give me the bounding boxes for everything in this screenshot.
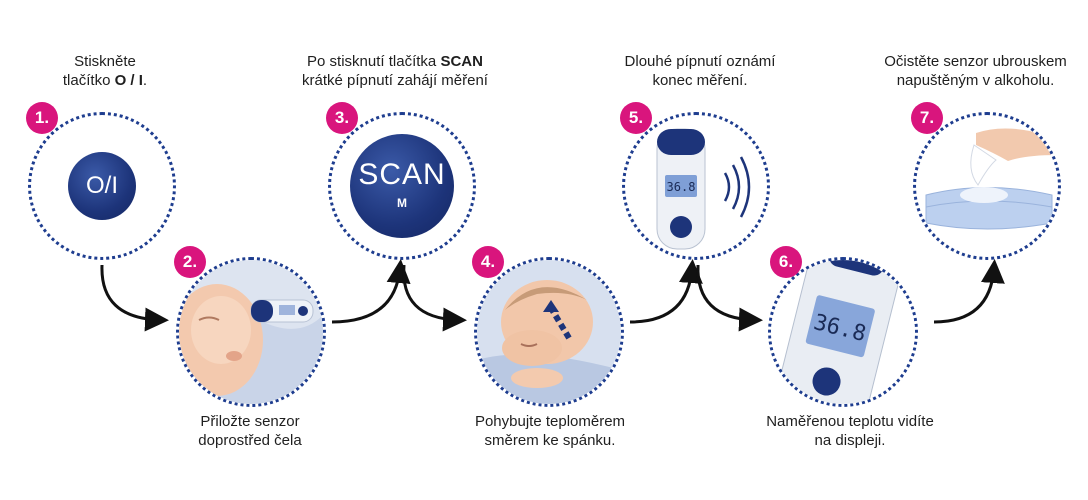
step-5-badge: 5. — [620, 102, 652, 134]
power-button-label: O/I — [85, 172, 118, 199]
baby-temple-photo — [477, 260, 621, 404]
step-4-badge: 4. — [472, 246, 504, 278]
scan-button-label: SCAN — [358, 158, 446, 191]
step-2-caption: Přiložte senzor doprostřed čela — [198, 413, 302, 449]
step-1-caption: Stiskněte tlačítko O / I. — [62, 53, 148, 89]
baby-forehead-photo — [179, 260, 323, 404]
step-6-circle: 36.8 — [768, 257, 918, 407]
scan-button-icon: SCAN M — [350, 134, 454, 238]
step-7-caption: Očistěte senzor ubrouskem napuštěným v a… — [884, 53, 1067, 89]
step-2-badge: 2. — [174, 246, 206, 278]
step-1-badge: 1. — [26, 102, 58, 134]
step-5-circle: 36.8 — [622, 112, 770, 260]
thermometer-display-value: 36.8 — [667, 180, 696, 194]
step-4-caption: Pohybujte teploměrem směrem ke spánku. — [474, 413, 626, 449]
step-5-caption: Dlouhé pípnutí oznámí konec měření. — [624, 53, 776, 89]
alcohol-wipe-photo — [925, 128, 1056, 230]
step-3-badge: 3. — [326, 102, 358, 134]
step-3-circle: SCAN M — [328, 112, 476, 260]
step-7-badge: 7. — [911, 102, 943, 134]
scan-button-sublabel: M — [397, 196, 407, 210]
step-7-circle — [913, 112, 1061, 260]
step-2-circle — [176, 257, 326, 407]
thermometer-display-photo: 36.8 — [771, 260, 915, 404]
step-6-badge: 6. — [770, 246, 802, 278]
step-6-caption: Naměřenou teplotu vidíte na displeji. — [766, 413, 934, 449]
thermometer-beep-icon: 36.8 — [656, 128, 751, 250]
power-button-icon: O/I — [68, 152, 136, 220]
step-3-caption: Po stisknutí tlačítka SCAN krátké pípnut… — [302, 53, 488, 89]
step-4-circle — [474, 257, 624, 407]
step-1-circle: O/I — [28, 112, 176, 260]
